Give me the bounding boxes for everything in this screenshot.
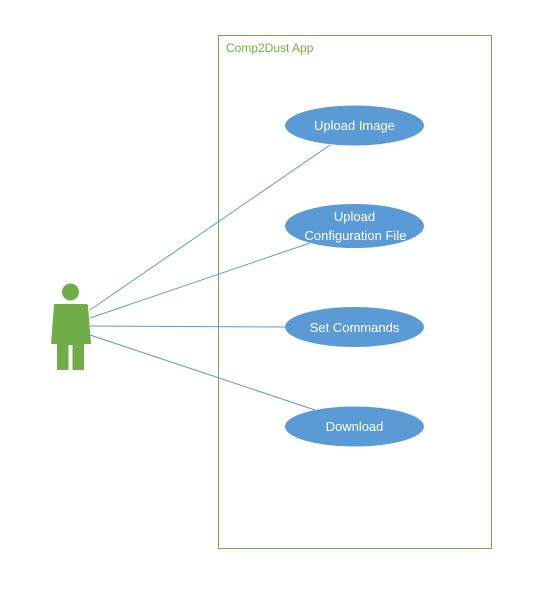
use-case-label-line-2: Configuration File	[305, 228, 407, 243]
use-case-download[interactable]: Download	[285, 406, 424, 447]
use-case-upload-configuration-file[interactable]: Upload Configuration File	[285, 204, 424, 248]
system-boundary-title: Comp2Dust App	[226, 41, 314, 55]
use-case-label-line-1: Upload	[334, 209, 375, 224]
actor-head	[62, 283, 79, 301]
actor-body	[51, 304, 91, 370]
person-icon	[51, 283, 91, 370]
association-line-upload-configuration-file	[89, 242, 311, 319]
use-case-label: Download	[326, 419, 384, 434]
association-line-upload-image	[89, 144, 331, 311]
association-lines	[89, 144, 331, 411]
association-line-download	[89, 334, 316, 411]
use-case-upload-image[interactable]: Upload Image	[285, 105, 424, 146]
use-case-label: Upload Image	[314, 118, 395, 133]
use-case-ellipse	[285, 105, 424, 146]
use-case-ellipse	[285, 204, 424, 248]
use-case-set-commands[interactable]: Set Commands	[285, 307, 424, 347]
use-case-ellipse	[285, 406, 424, 447]
association-line-set-commands	[89, 325, 287, 328]
system-boundary	[218, 35, 492, 549]
use-case-label: Set Commands	[310, 320, 400, 335]
use-case-ellipse	[285, 307, 424, 347]
